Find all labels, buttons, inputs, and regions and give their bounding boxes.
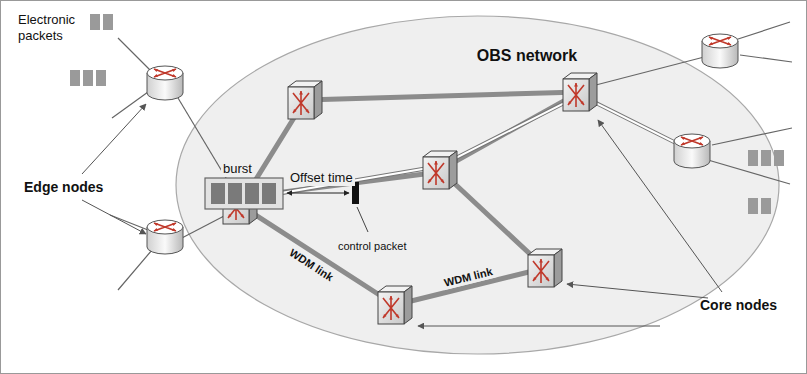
burst-label: burst — [221, 161, 254, 177]
packets-label: Electronic packets — [18, 12, 90, 43]
region-label: OBS network — [475, 47, 579, 65]
offset-label: Offset time — [288, 170, 355, 186]
control-packet-label: control packet — [336, 240, 408, 253]
core-nodes-label: Core nodes — [700, 297, 777, 314]
edge-nodes-label: Edge nodes — [24, 179, 103, 196]
